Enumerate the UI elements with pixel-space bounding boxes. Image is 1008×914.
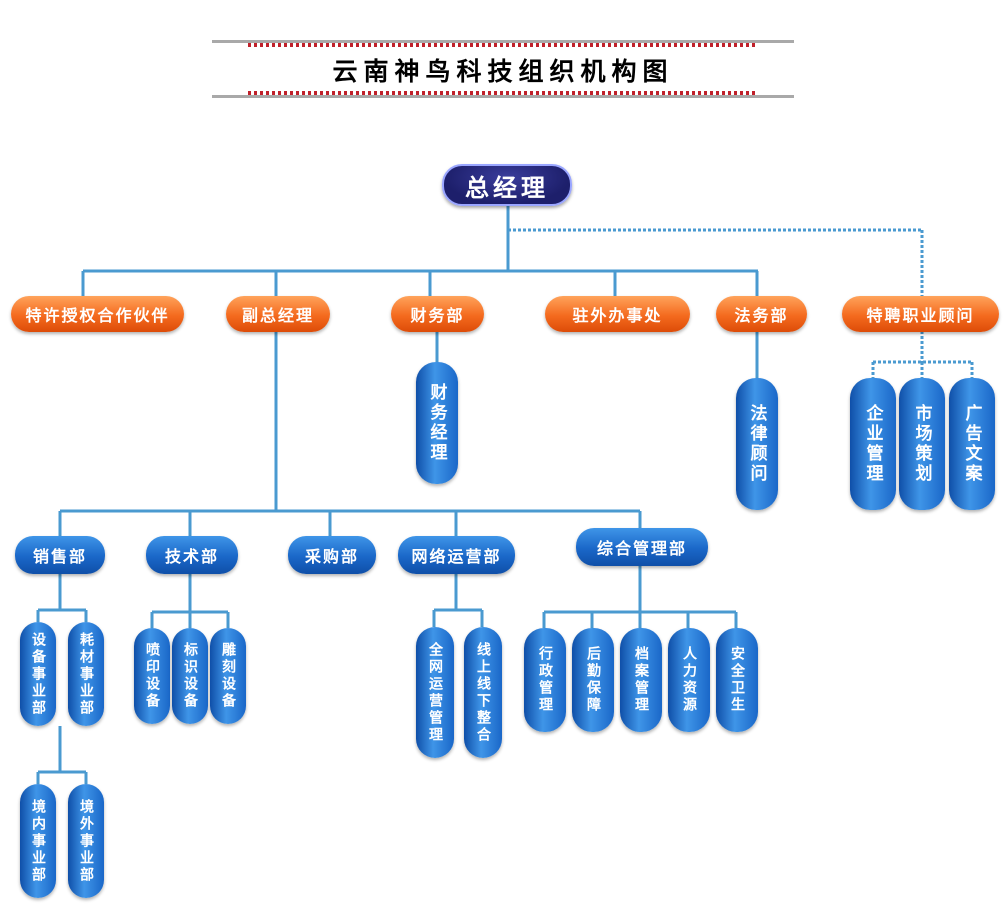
legal-advisor-label: 法律顾问: [746, 404, 767, 484]
consultant-copywriting-node: 广告文案: [949, 378, 995, 510]
consumables-division-node: 耗材事业部: [68, 622, 104, 726]
logistics-node: 后勤保障: [572, 628, 614, 732]
consultants-node: 特聘职业顾问: [842, 296, 999, 332]
consultant-copywriting-label: 广告文案: [961, 404, 982, 484]
finance-manager-label: 财务经理: [426, 383, 447, 463]
sales-dept-node: 销售部: [15, 536, 105, 574]
full-network-ops-label: 全网运营管理: [427, 641, 443, 744]
equipment-division-node: 设备事业部: [20, 622, 56, 726]
finance-dept-node: 财务部: [391, 296, 484, 332]
admin-dept-node: 综合管理部: [576, 528, 708, 566]
marking-equipment-node: 标识设备: [172, 628, 208, 724]
archives-label: 档案管理: [633, 646, 649, 714]
engraving-equipment-node: 雕刻设备: [210, 628, 246, 724]
page-title: 云南神鸟科技组织机构图: [332, 57, 674, 86]
equipment-division-label: 设备事业部: [30, 631, 46, 717]
full-network-ops-node: 全网运营管理: [416, 627, 454, 758]
banner-top-fringe: [248, 43, 758, 47]
human-resources-label: 人力资源: [681, 646, 697, 714]
consultant-enterprise-node: 企业管理: [850, 378, 896, 510]
overseas-division-label: 境外事业部: [78, 798, 94, 884]
admin-management-node: 行政管理: [524, 628, 566, 732]
online-offline-integration-node: 线上线下整合: [464, 627, 502, 758]
purchase-dept-node: 采购部: [288, 536, 376, 574]
banner-top-line: [212, 40, 794, 43]
safety-hygiene-node: 安全卫生: [716, 628, 758, 732]
archives-node: 档案管理: [620, 628, 662, 732]
tech-dept-node: 技术部: [146, 536, 238, 574]
logistics-label: 后勤保障: [585, 646, 601, 714]
consultant-marketing-label: 市场策划: [911, 404, 932, 484]
legal-advisor-node: 法律顾问: [736, 378, 778, 510]
safety-hygiene-label: 安全卫生: [729, 646, 745, 714]
marking-equipment-label: 标识设备: [182, 642, 198, 710]
banner-bottom-fringe: [248, 91, 758, 95]
inkjet-equipment-label: 喷印设备: [144, 642, 160, 710]
consultant-marketing-node: 市场策划: [899, 378, 945, 510]
engraving-equipment-label: 雕刻设备: [220, 642, 236, 710]
human-resources-node: 人力资源: [668, 628, 710, 732]
legal-dept-node: 法务部: [716, 296, 807, 332]
network-ops-dept-node: 网络运营部: [398, 536, 515, 574]
ceo-node: 总经理: [442, 164, 572, 206]
domestic-division-node: 境内事业部: [20, 784, 56, 898]
overseas-office-node: 驻外办事处: [545, 296, 690, 332]
banner-bottom-line: [212, 95, 794, 98]
consultant-enterprise-label: 企业管理: [862, 404, 883, 484]
franchise-partner-node: 特许授权合作伙伴: [11, 296, 184, 332]
overseas-division-node: 境外事业部: [68, 784, 104, 898]
title-banner: 云南神鸟科技组织机构图: [212, 40, 794, 98]
vice-gm-node: 副总经理: [226, 296, 330, 332]
finance-manager-node: 财务经理: [416, 362, 458, 484]
domestic-division-label: 境内事业部: [30, 798, 46, 884]
admin-management-label: 行政管理: [537, 646, 553, 714]
online-offline-integration-label: 线上线下整合: [475, 641, 491, 744]
inkjet-equipment-node: 喷印设备: [134, 628, 170, 724]
consumables-division-label: 耗材事业部: [78, 631, 94, 717]
